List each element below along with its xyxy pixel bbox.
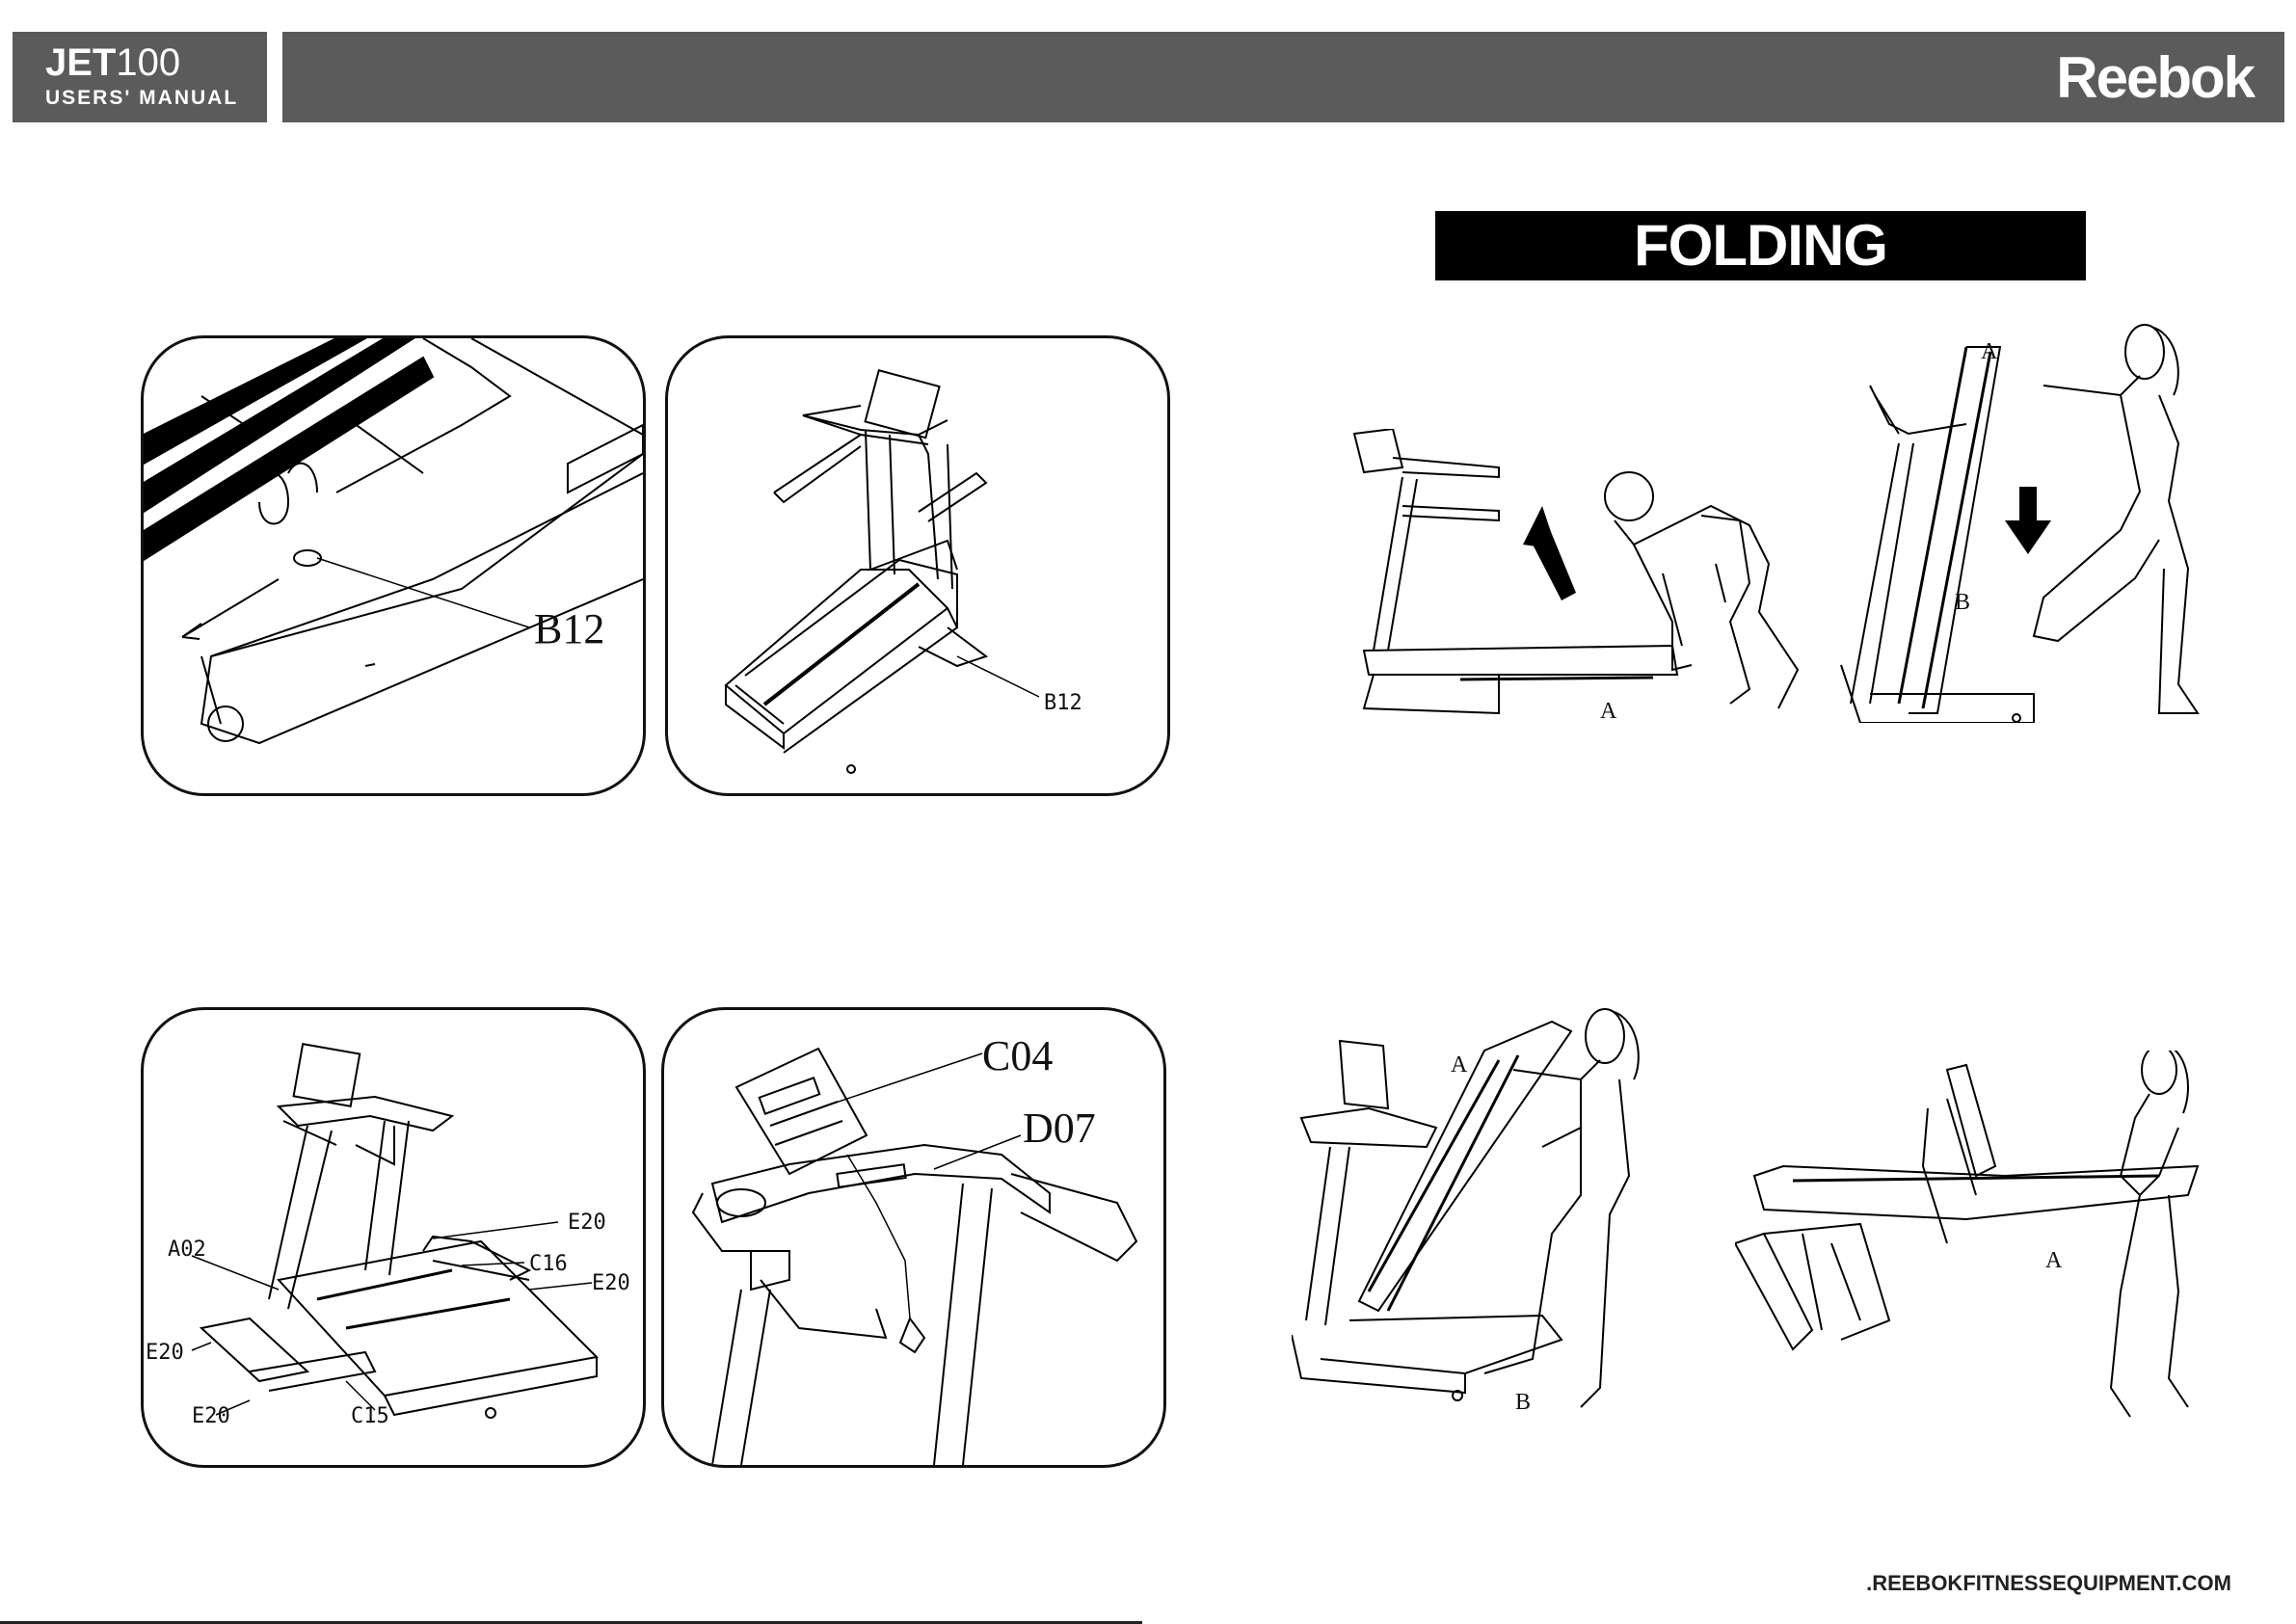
label-c15: C15 [351, 1404, 389, 1428]
treadmill-illustration: B12 [668, 338, 1167, 793]
reebok-logo: Reebok [2056, 49, 2254, 107]
fold-step-1: A [1345, 429, 1827, 728]
fold-step-3: A B [1292, 1002, 1696, 1426]
assembly-illustration: A02 E20 C16 E20 E20 E20 C15 [144, 1010, 643, 1465]
fold3-label-a: A [1451, 1052, 1468, 1078]
fold-step-4-illustration: A [1735, 1051, 2217, 1426]
label-c16: C16 [529, 1252, 568, 1276]
label-c04: C04 [982, 1032, 1053, 1079]
label-b12-small: B12 [1044, 691, 1082, 715]
fold-step-2-illustration: A B [1831, 318, 2217, 723]
diagram-panel-assembly: A02 E20 C16 E20 E20 E20 C15 [141, 1007, 646, 1468]
section-title: FOLDING INSTRUCTIONS [1435, 211, 2086, 280]
brand-box: JET100 USERS' MANUAL [13, 32, 267, 122]
fold2-label-a: A [1981, 339, 1998, 364]
label-b12: B12 [534, 605, 604, 652]
fold3-label-b: B [1515, 1390, 1531, 1415]
model-title: JET100 [45, 41, 180, 84]
fold2-label-b: B [1955, 590, 1970, 615]
label-e20-bottom: E20 [192, 1404, 230, 1428]
closeup-illustration: B12 [144, 338, 643, 793]
fold1-label-a: A [1600, 699, 1617, 724]
label-d07: D07 [1023, 1105, 1096, 1152]
fold-step-3-illustration: A B [1292, 1002, 1696, 1426]
fold-step-1-illustration: A [1345, 429, 1827, 728]
diagram-panel-console: C04 D07 [661, 1007, 1166, 1468]
diagram-panel-treadmill: B12 [665, 335, 1170, 796]
fold4-label-a: A [2045, 1248, 2063, 1273]
header-bar: Reebok [282, 32, 2284, 122]
fold-step-2: A B [1831, 318, 2217, 723]
manual-subtitle: USERS' MANUAL [45, 87, 238, 110]
label-e20-right: E20 [592, 1271, 630, 1295]
fold-step-4: A [1735, 1051, 2217, 1426]
label-a02: A02 [168, 1238, 206, 1262]
diagram-panel-closeup: B12 [141, 335, 646, 796]
label-e20-left: E20 [146, 1341, 184, 1365]
label-e20-top: E20 [568, 1211, 606, 1235]
console-illustration: C04 D07 [664, 1010, 1163, 1465]
footer-url: .REEBOKFITNESSEQUIPMENT.COM [1866, 1571, 2231, 1596]
